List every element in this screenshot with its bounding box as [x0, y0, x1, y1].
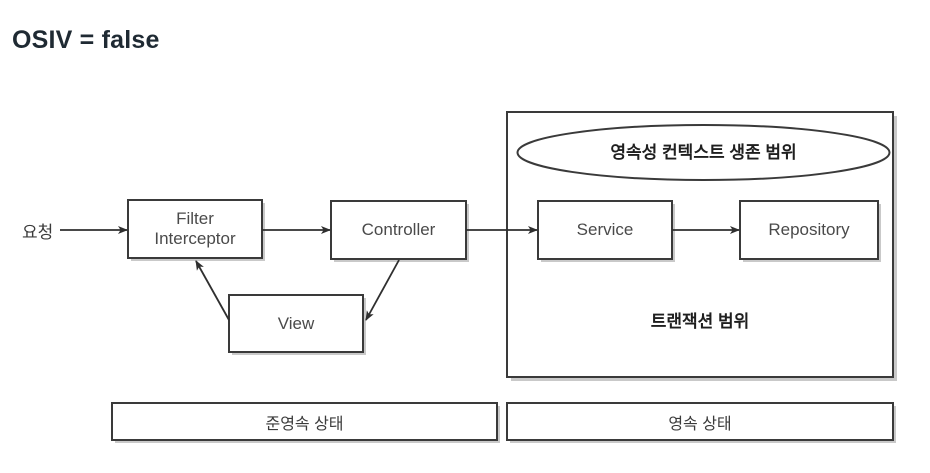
- view-box: [228, 294, 364, 353]
- service-box: [537, 200, 673, 260]
- arrow-view-to-filter: [195, 260, 230, 321]
- request-label: 요청: [22, 222, 54, 242]
- managed-state-bar: [506, 402, 894, 441]
- filter-interceptor-box: [127, 199, 263, 259]
- persistence-context-scope-ellipse: [516, 124, 891, 181]
- detached-state-bar: [111, 402, 498, 441]
- managed-state-label: 영속 상태: [668, 415, 732, 433]
- repository-box: [739, 200, 879, 260]
- detached-state-label: 준영속 상태: [265, 415, 344, 433]
- page-title: OSIV = false: [12, 26, 160, 54]
- controller-box: [330, 200, 467, 260]
- arrow-controller-to-view: [365, 259, 400, 321]
